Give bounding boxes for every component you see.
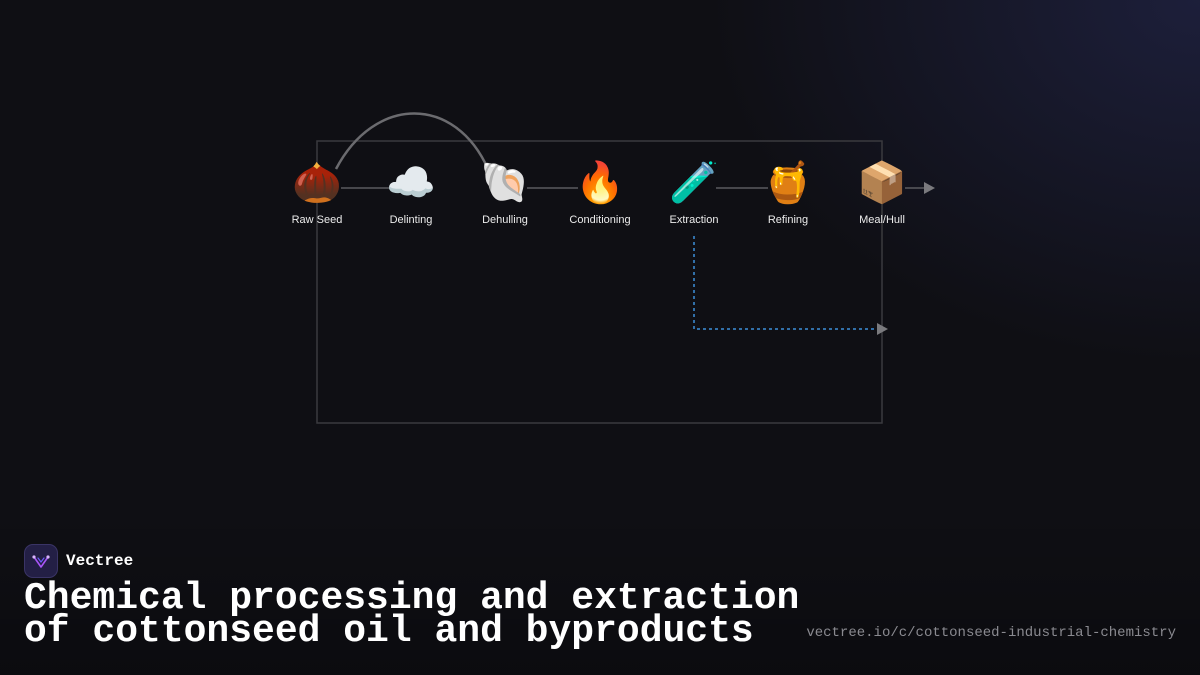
test-tube-icon: 🧪 [669,161,719,205]
fire-icon: 🔥 [575,161,625,205]
side-stream-dashed-line [693,236,876,330]
stage-meal-hull[interactable]: 📦 Meal/Hull [827,158,937,226]
stage-label: Meal/Hull [859,214,905,226]
title-line-2: of cottonseed oil and byproducts [24,610,754,653]
shell-icon: 🐚 [480,161,530,205]
bypass-arc [334,112,490,170]
stage-raw-seed[interactable]: 🌰 Raw Seed [262,158,372,226]
stage-label: Extraction [669,214,719,226]
stage-delinting[interactable]: ☁️ Delinting [356,158,466,226]
chestnut-icon: 🌰 [292,161,342,205]
stage-extraction[interactable]: 🧪 Extraction [639,158,749,226]
title-line-1: Chemical processing and extraction [24,577,800,620]
stage-dehulling[interactable]: 🐚 Dehulling [450,158,560,226]
brand[interactable]: Vectree [24,544,133,578]
stage-label: Dehulling [482,214,528,226]
honey-pot-icon: 🍯 [763,161,813,205]
stage-refining[interactable]: 🍯 Refining [733,158,843,226]
side-stream-arrowhead [877,323,888,335]
stage-label: Raw Seed [291,214,343,226]
stage-label: Conditioning [569,214,631,226]
stage-conditioning[interactable]: 🔥 Conditioning [545,158,655,226]
stage-label: Delinting [389,214,433,226]
package-icon: 📦 [857,161,907,205]
stage-label: Refining [767,214,809,226]
cloud-icon: ☁️ [386,161,436,205]
brand-name: Vectree [66,552,134,570]
page-title: Chemical processing and extraction of co… [24,577,800,653]
vectree-logo-icon [24,544,58,578]
source-url-link[interactable]: vectree.io/c/cottonseed-industrial-chemi… [806,625,1176,641]
process-frame [316,140,883,424]
output-arrowhead [924,182,935,194]
